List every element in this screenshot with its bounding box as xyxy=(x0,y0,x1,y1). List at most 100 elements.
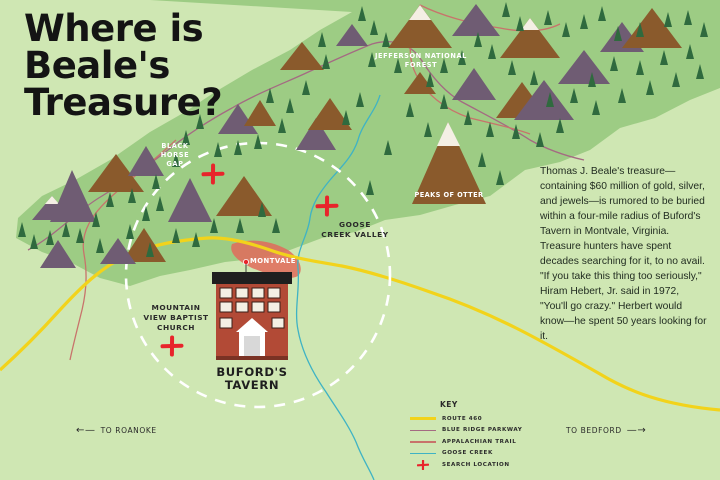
key-item: ROUTE 460 xyxy=(410,413,550,425)
tree-icon xyxy=(486,122,494,137)
tree-icon xyxy=(508,60,516,75)
tree-icon xyxy=(358,6,366,21)
tree-icon xyxy=(370,20,378,35)
key-item: BLUE RIDGE PARKWAY xyxy=(410,425,550,437)
trees-group xyxy=(18,2,708,257)
tree-icon xyxy=(610,56,618,71)
tree-icon xyxy=(234,140,242,155)
key-label: SEARCH LOCATION xyxy=(442,461,510,468)
mountain-icon xyxy=(244,100,276,126)
tree-icon xyxy=(406,102,414,117)
mountains-group xyxy=(32,4,682,268)
tree-icon xyxy=(478,152,486,167)
tree-icon xyxy=(278,118,286,133)
mountain-icon xyxy=(216,176,272,216)
tavern-window xyxy=(251,301,265,313)
tree-icon xyxy=(672,72,680,87)
title-line: Treasure? xyxy=(24,81,223,124)
mountain-icon xyxy=(452,4,500,36)
tree-icon xyxy=(152,174,160,189)
mountain-icon xyxy=(404,72,436,94)
tree-icon xyxy=(546,92,554,107)
key-label: BLUE RIDGE PARKWAY xyxy=(442,427,523,434)
mountain-icon xyxy=(50,170,96,222)
tree-icon xyxy=(618,88,626,103)
mountain-icon xyxy=(412,122,486,204)
mountain-icon xyxy=(336,24,368,46)
goose-creek-valley-label: GOOSE CREEK VALLEY xyxy=(321,220,389,239)
to-roanoke-direction: ←— TO ROANOKE xyxy=(76,425,157,436)
route-460 xyxy=(0,236,720,412)
tavern-window xyxy=(267,287,281,299)
mountain-icon xyxy=(88,154,144,192)
tree-icon xyxy=(474,32,482,47)
jefferson-forest-label: JEFFERSON NATIONAL FOREST xyxy=(374,52,467,69)
buford-tavern-building xyxy=(212,272,292,360)
tree-icon xyxy=(588,72,596,87)
tree-icon xyxy=(302,80,310,95)
tree-icon xyxy=(530,70,538,85)
mountain-icon xyxy=(168,178,212,222)
key-swatch xyxy=(410,448,436,458)
mountain-icon xyxy=(388,5,452,48)
tree-icon xyxy=(464,110,472,125)
key-label: ROUTE 460 xyxy=(442,415,483,422)
montvale-label: MONTVALE xyxy=(250,257,296,265)
peaks-of-otter-label: PEAKS OF OTTER xyxy=(414,191,484,199)
tree-icon xyxy=(254,134,262,149)
mountain-icon xyxy=(280,42,324,70)
tavern-windows xyxy=(219,287,285,329)
tree-icon xyxy=(502,2,510,17)
mountain-icon xyxy=(622,8,682,48)
tree-icon xyxy=(318,32,326,47)
tree-icon xyxy=(488,44,496,59)
tree-icon xyxy=(18,222,26,237)
treasure-description: Thomas J. Beale's treasure—containing $6… xyxy=(540,166,707,342)
tree-icon xyxy=(126,224,134,239)
bufords-tavern-label: BUFORD'S TAVERN xyxy=(216,365,288,392)
goose-creek xyxy=(295,94,381,480)
tree-icon xyxy=(146,242,154,257)
tree-icon xyxy=(512,124,520,139)
tree-icon xyxy=(286,98,294,113)
tree-icon xyxy=(700,22,708,37)
mountain-icon xyxy=(514,80,574,120)
tree-icon xyxy=(106,192,114,207)
tree-icon xyxy=(142,206,150,221)
tavern-window xyxy=(251,287,265,299)
tree-icon xyxy=(342,110,350,125)
tree-icon xyxy=(592,100,600,115)
black-horse-gap-label: BLACK HORSE GAP xyxy=(160,142,190,168)
montvale-area xyxy=(231,240,301,279)
mountain-icon xyxy=(296,118,336,150)
tree-icon xyxy=(210,218,218,233)
tree-icon xyxy=(356,92,364,107)
tree-icon xyxy=(580,14,588,29)
tavern-window xyxy=(267,301,281,313)
mountain-icon xyxy=(308,98,352,130)
mountain-icon xyxy=(100,238,136,264)
tree-icon xyxy=(556,118,564,133)
tree-icon xyxy=(172,228,180,243)
tree-icon xyxy=(384,140,392,155)
tavern-window xyxy=(235,287,249,299)
tree-icon xyxy=(214,142,222,157)
key-title: KEY xyxy=(440,400,458,409)
tree-icon xyxy=(172,152,180,167)
search-location-marker xyxy=(201,163,225,185)
arrow-left-icon: ←— xyxy=(76,425,96,436)
tree-icon xyxy=(536,132,544,147)
search-location-marker xyxy=(160,335,184,357)
tree-icon xyxy=(196,114,204,129)
tree-icon xyxy=(636,60,644,75)
tree-icon xyxy=(156,196,164,211)
tree-icon xyxy=(544,10,552,25)
key-swatch xyxy=(410,437,436,447)
tavern-window xyxy=(219,317,233,329)
tree-icon xyxy=(382,32,390,47)
tree-icon xyxy=(440,58,448,73)
tree-icon xyxy=(368,52,376,67)
tree-icon xyxy=(440,94,448,109)
